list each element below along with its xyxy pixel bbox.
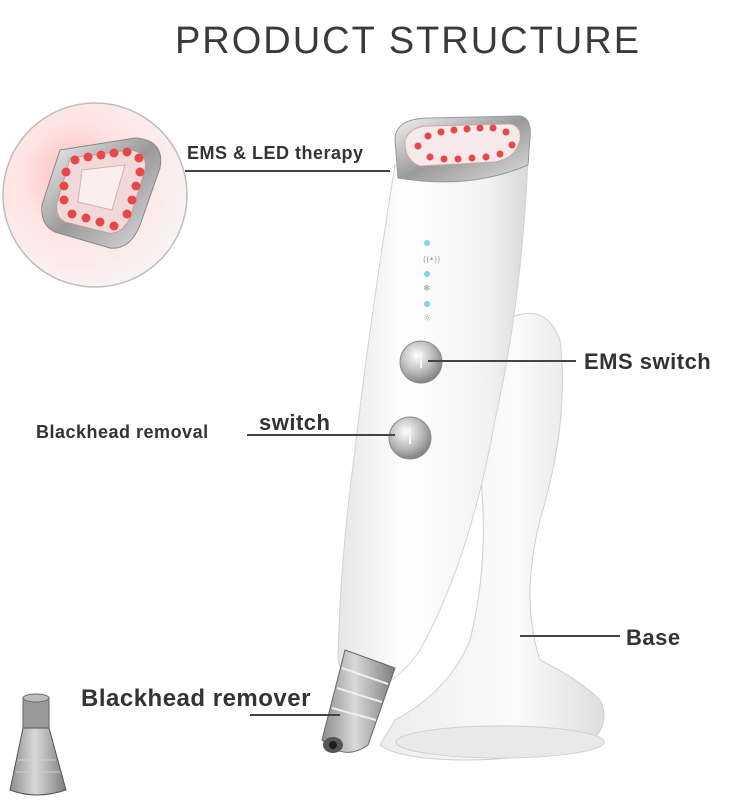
- zoom-circle: [2, 102, 188, 288]
- svg-text:((•)): ((•)): [423, 255, 440, 264]
- blackhead-switch-button[interactable]: [388, 416, 432, 460]
- base-stand: [379, 312, 605, 761]
- device-led-head: [394, 115, 531, 183]
- leader-line-blackhead-switch: [247, 434, 395, 436]
- device-nozzle: [321, 649, 396, 753]
- device-body: [337, 157, 529, 691]
- leader-line-ems-switch: [428, 360, 576, 362]
- label-blackhead-removal: Blackhead removal: [36, 422, 209, 442]
- page-title: PRODUCT STRUCTURE: [174, 20, 642, 62]
- label-ems-switch: EMS switch: [584, 349, 712, 374]
- ems-switch-button[interactable]: [399, 340, 443, 384]
- leader-line-ems-led: [185, 170, 390, 172]
- led-dots-zoom: [59, 147, 145, 231]
- label-blackhead-remover: Blackhead remover: [81, 685, 311, 712]
- leader-line-blackhead-remover: [250, 714, 340, 716]
- label-switch: switch: [259, 410, 331, 435]
- blackhead-remover-tip: [9, 693, 67, 796]
- label-base: Base: [626, 625, 681, 650]
- svg-text:☼: ☼: [423, 314, 431, 324]
- svg-text:❄: ❄: [423, 284, 431, 294]
- leader-line-base: [520, 635, 620, 637]
- label-ems-led-therapy: EMS & LED therapy: [187, 143, 364, 163]
- indicator-lights: ((•)) ❄ ☼: [423, 240, 440, 324]
